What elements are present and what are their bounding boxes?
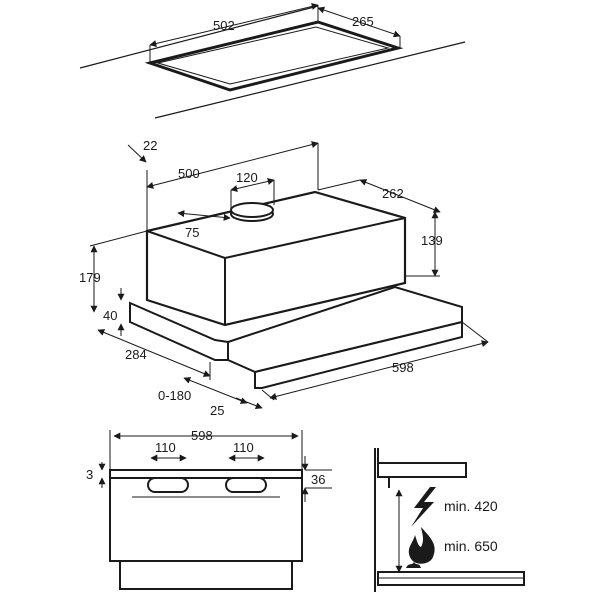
front-view: 598 110 110 3 36 [86,428,332,590]
dim-line-75 [177,210,231,221]
dim-front-width: 598 [392,360,414,375]
dim-line-extension [183,377,248,404]
dim-offset: 22 [143,138,157,153]
dim-cutout-left: 110 [155,440,176,455]
dim-front-height: 40 [103,308,117,323]
ext-line [261,389,275,401]
dim-total-height: 179 [79,270,101,285]
dim-line-22 [127,144,147,163]
dim-extension: 0-180 [158,388,191,403]
dim-cutout-right: 110 [233,440,254,455]
dim-line-502 [149,3,319,47]
cutout-inner [156,26,390,85]
flame-icon [408,527,435,564]
bracket-slot-right [225,477,267,493]
ext-line [89,230,148,247]
dim-cutout-depth: 265 [352,14,374,29]
dim-cutout-width: 502 [213,18,235,33]
ext-line [461,321,489,343]
ext-line [317,179,361,191]
mounting-plate [109,469,303,479]
cutout-view: 502 265 [79,3,466,119]
dim-line-598 [269,340,489,400]
dim-front-view-width: 598 [191,428,213,443]
hood-lower-panel [119,560,293,590]
dim-front-depth: 25 [210,403,224,418]
dim-line-120 [230,178,275,192]
lightning-icon [411,487,436,527]
dim-bottom-depth: 284 [125,347,147,362]
dim-line-25 [235,397,263,410]
dim-top-offset: 3 [86,467,93,482]
hood-edge [224,217,406,259]
bracket-slot-left [147,477,189,493]
dim-line-284 [97,329,211,377]
hood-side [377,462,467,478]
clearance-gas: min. 650 [444,538,498,554]
dim-top-depth: 262 [382,186,404,201]
dim-line-262 [359,179,441,213]
dim-body-height: 139 [421,233,443,248]
clearance-electric: min. 420 [444,498,498,514]
dim-line-265 [317,6,401,38]
hood-view: 22 500 120 75 262 139 179 40 284 [79,138,489,418]
dim-outlet-offset: 75 [185,225,199,240]
burner-flame [406,562,421,568]
clearance-view: min. 420 min. 650 [374,448,525,592]
air-outlet-top [230,202,274,218]
hood-edge [146,230,226,259]
ceiling-back-edge [79,5,319,69]
dim-outlet: 120 [236,170,258,185]
ceiling-front-edge [154,41,466,119]
dim-bracket-height: 36 [311,472,325,487]
dim-top-width: 500 [178,166,200,181]
hood-front-body [109,477,303,562]
hood-body [145,190,407,327]
dim-line-500 [146,141,319,189]
